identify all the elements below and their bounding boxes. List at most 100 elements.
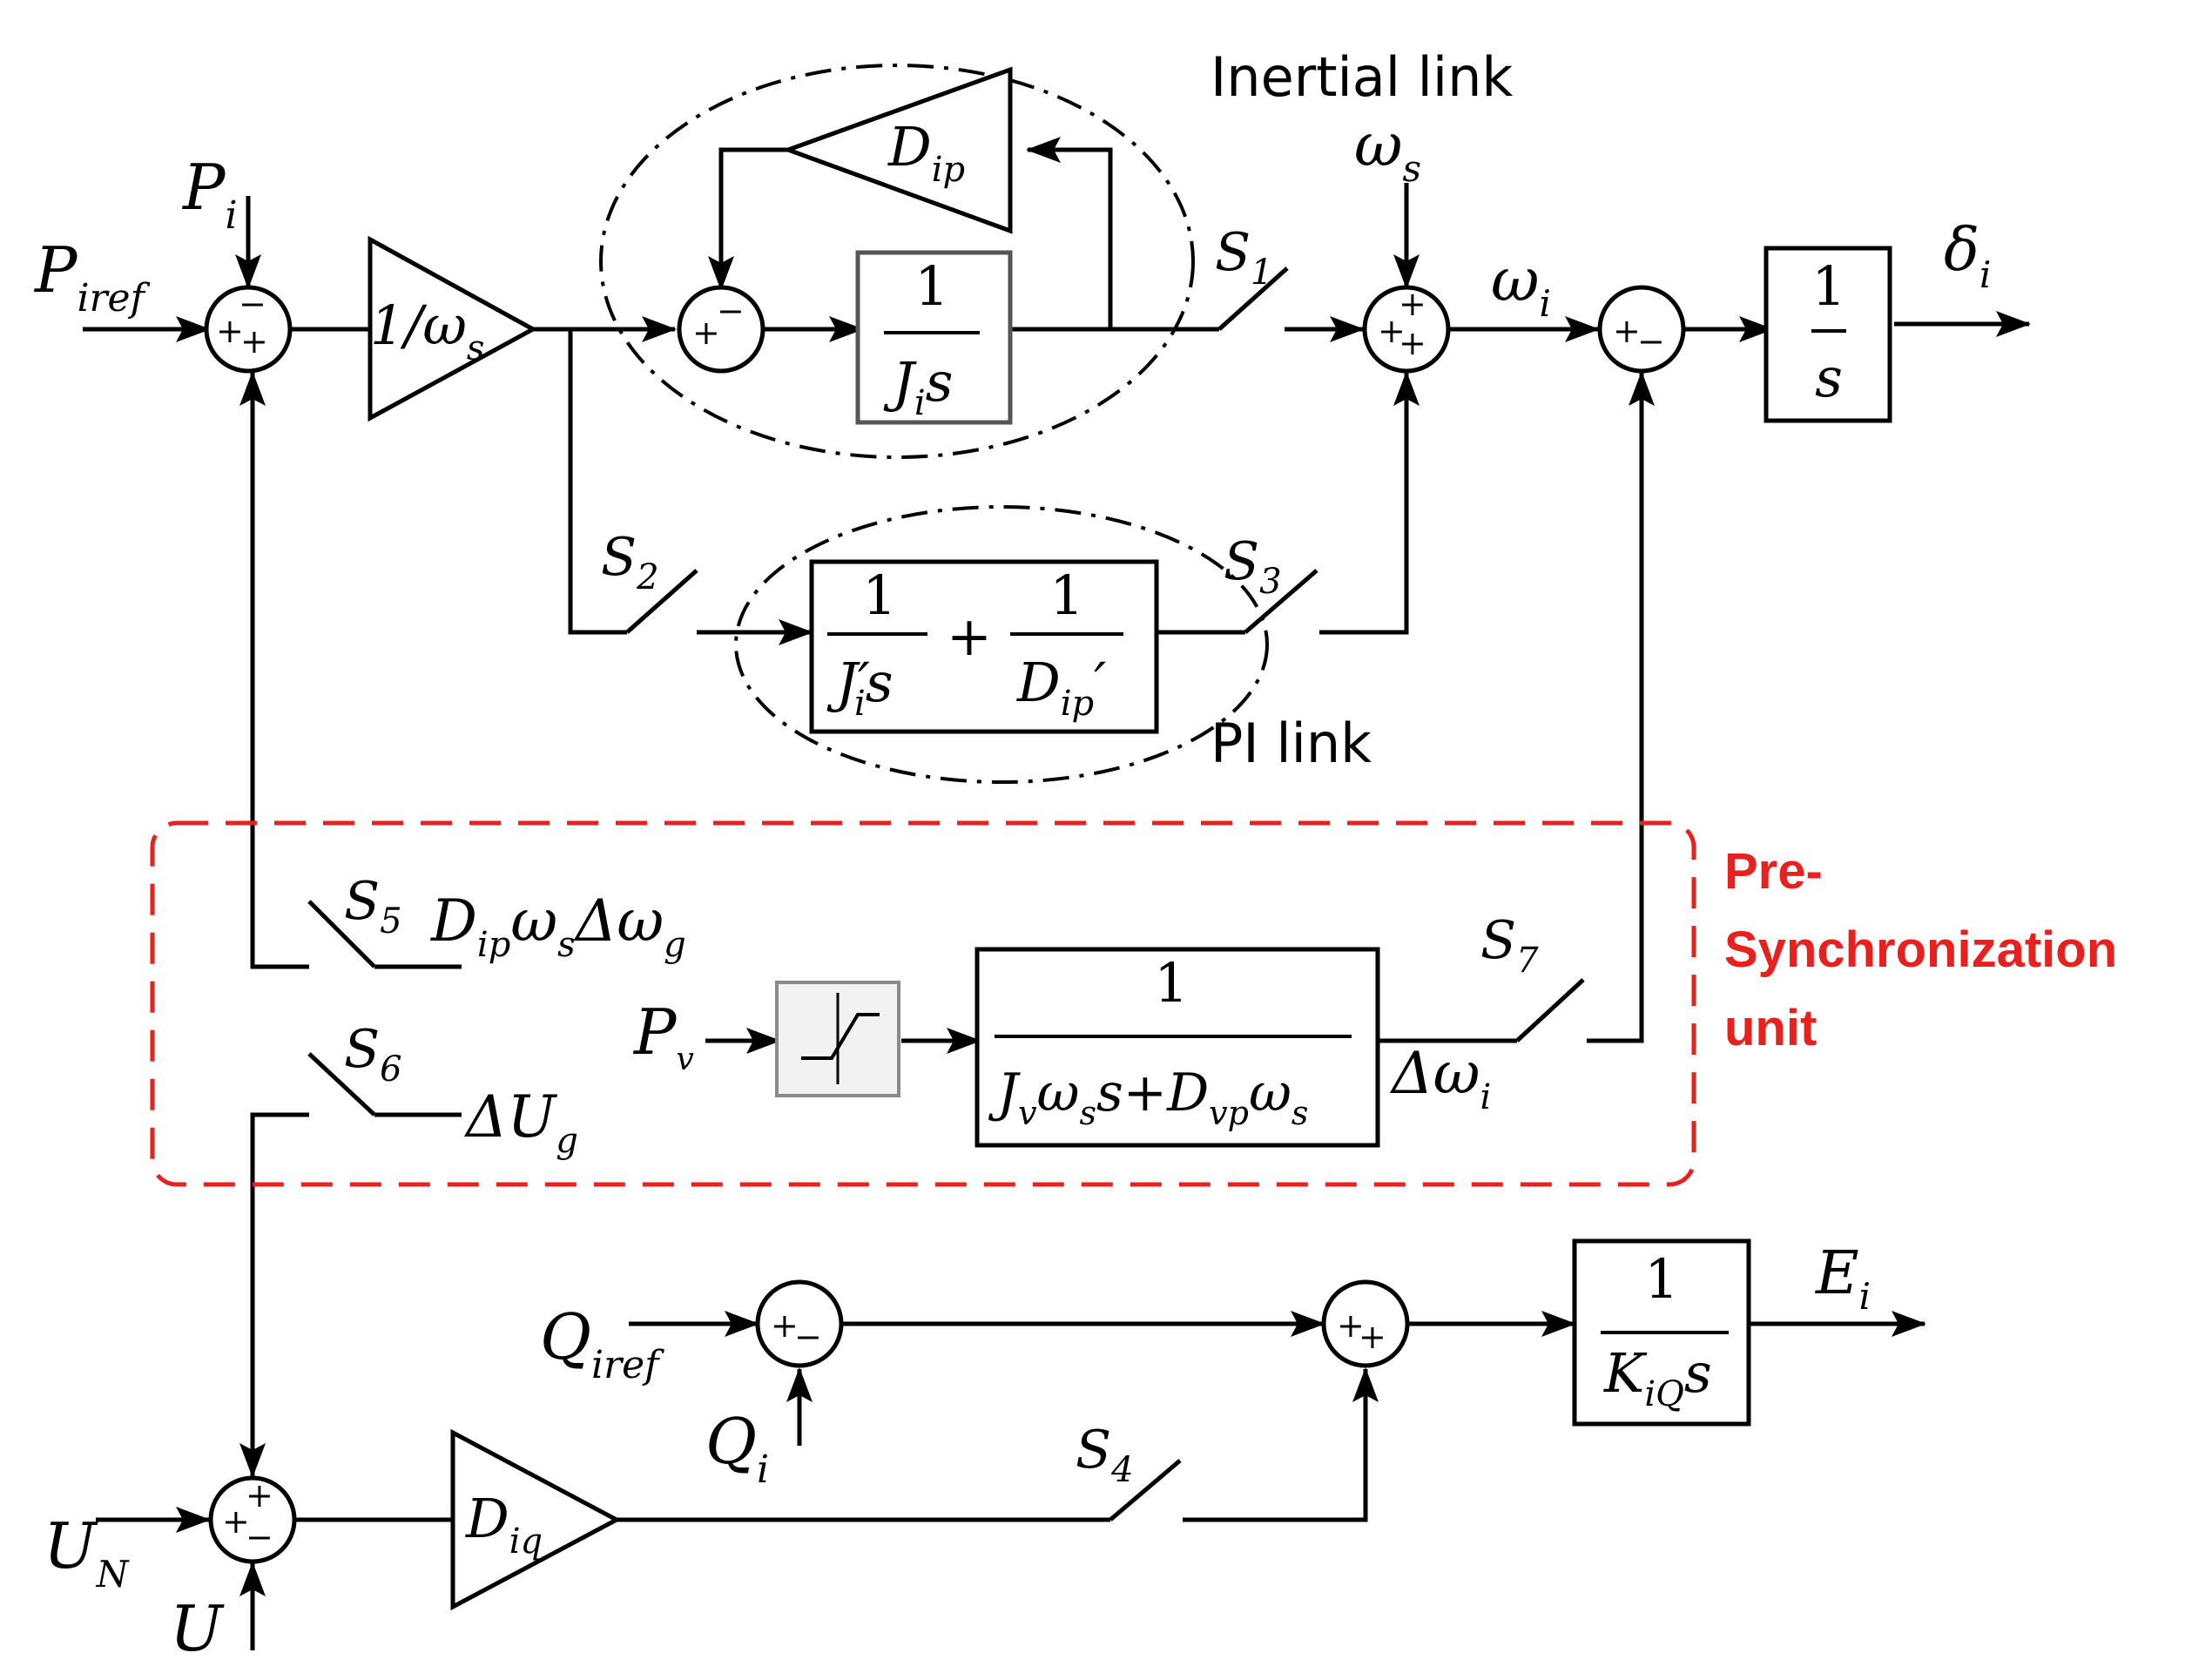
transfer-blocks: [809, 246, 1892, 1427]
q-iref-label: Qiref: [540, 1300, 664, 1387]
dip-feedback-output-line: [708, 147, 788, 291]
pi-link-ellipse: [734, 505, 1269, 784]
saturation-block: [775, 981, 900, 1097]
presync-numerator: 1: [1154, 951, 1188, 1015]
summing-junction-icon: [208, 1475, 297, 1564]
svg-text:−: −: [1637, 322, 1665, 361]
switch-s1-label: S1: [1215, 222, 1273, 293]
inertial-link-label: Inertial link: [1211, 45, 1513, 109]
pre-sync-label-line3: unit: [1724, 1000, 1817, 1056]
omega-i-label: ωi: [1491, 246, 1551, 325]
pre-sync-block: [974, 947, 1380, 1148]
integrator-e-numerator: 1: [1644, 1247, 1678, 1311]
integrator-delta-denominator: s: [1815, 346, 1843, 409]
s3-to-sum3-line: [1319, 371, 1420, 635]
svg-text:+: +: [1399, 285, 1426, 323]
p-i-label: Pi: [181, 151, 238, 238]
e-i-label: Ei: [1814, 1239, 1871, 1318]
switch-s3-blade: [1244, 569, 1318, 634]
q-i-label: Qi: [705, 1405, 769, 1492]
svg-text:+: +: [222, 1502, 250, 1541]
pi-branch-line: [568, 329, 627, 635]
switch-s6-label: S6: [344, 1019, 402, 1090]
svg-text:−: −: [246, 1518, 273, 1556]
gain-inv-omega-s-label: 1/ωs: [370, 293, 484, 368]
u-n-label: UN: [44, 1509, 130, 1596]
u-label: U: [170, 1592, 225, 1665]
summing-junction-icon: [677, 285, 765, 374]
switch-s5-blade: [307, 900, 376, 968]
switch-s2-blade: [625, 569, 698, 634]
delta-i-label: δi: [1944, 216, 1991, 296]
gain-triangle-icon: [781, 66, 1013, 234]
svg-text:+: +: [692, 314, 720, 352]
summing-junction-icon: [1597, 285, 1686, 374]
svg-text:+: +: [240, 322, 268, 361]
svg-text:+: +: [1613, 312, 1641, 350]
s6-to-sum7-line: [239, 1112, 309, 1478]
svg-text:+: +: [771, 1306, 799, 1345]
presync-denominator: Jvωss+Dvpωs: [988, 1063, 1308, 1132]
svg-text:−: −: [794, 1318, 822, 1356]
pre-sync-label-line1: Pre-: [1724, 843, 1823, 900]
inertia-numerator: 1: [914, 254, 948, 318]
summing-junction-icon: [755, 1279, 844, 1368]
dip-feedback-input-line: [1026, 137, 1113, 329]
svg-text:+: +: [1337, 1306, 1365, 1345]
switch-s1-blade: [1217, 267, 1289, 331]
svg-text:+: +: [246, 1476, 273, 1515]
inertia-block: [855, 250, 1013, 425]
saturation-curve: [801, 1013, 880, 1060]
switch-s4-label: S4: [1076, 1420, 1134, 1490]
pi-link-block: [809, 559, 1159, 734]
signal-lines: [83, 137, 2031, 1650]
svg-text:+: +: [216, 312, 244, 350]
pi-link-label: PI link: [1211, 712, 1372, 775]
integrator-e-denominator: KiQs: [1603, 1341, 1712, 1414]
inertial-link-ellipse: [599, 64, 1195, 459]
gain-blocks: [368, 66, 1013, 1611]
damping-signal-label: DipωsΔωg: [430, 887, 686, 965]
p-v-label: Pv: [632, 995, 694, 1077]
summing-junction-icon: [1362, 285, 1451, 374]
summing-junction-icon: [204, 285, 293, 374]
s4-to-sum6-line: [1183, 1367, 1379, 1522]
pi-denominator-1: J′is: [826, 651, 894, 724]
gain-d-iq-label: Diq: [465, 1487, 543, 1562]
integrator-delta-block: [1764, 246, 1892, 423]
pi-plus-sign: +: [947, 604, 992, 668]
summing-junction-icon: [1321, 1279, 1410, 1368]
delta-omega-i-label: Δωi: [1389, 1040, 1491, 1117]
fraction-bars: [827, 329, 1846, 1334]
summing-junctions: [204, 285, 1686, 1564]
omega-s-label: ωs: [1354, 111, 1421, 190]
delta-u-g-label: ΔUg: [463, 1083, 578, 1161]
switch-s4-blade: [1109, 1459, 1182, 1521]
switch-s3-label: S3: [1224, 531, 1282, 602]
switch-s6-blade: [307, 1052, 376, 1117]
switch-s2-label: S2: [601, 527, 659, 597]
svg-text:+: +: [1359, 1318, 1386, 1356]
pre-sync-dashed-box: [150, 820, 1696, 1187]
switch-s7-label: S7: [1480, 910, 1539, 981]
junction-signs: − + + + − + + + + − + − + + + + −: [216, 285, 1665, 1556]
switch-s7-blade: [1515, 978, 1585, 1042]
s5-to-sum1-line: [239, 371, 309, 969]
pi-numerator-1: 1: [862, 563, 896, 627]
pi-denominator-2: Dip′: [1016, 651, 1106, 724]
switch-s5-label: S5: [344, 871, 402, 941]
integrator-delta-numerator: 1: [1811, 254, 1845, 318]
svg-text:−: −: [239, 285, 266, 323]
pre-sync-label-line2: Synchronization: [1724, 921, 2117, 978]
gain-triangle-icon: [450, 1428, 622, 1611]
pi-numerator-2: 1: [1049, 563, 1083, 627]
svg-text:+: +: [1378, 312, 1406, 350]
svg-text:−: −: [717, 292, 745, 330]
annotation-shapes: [150, 64, 1696, 1187]
p-iref-label: Piref: [33, 233, 151, 320]
gain-triangle-icon: [368, 235, 538, 422]
s7-to-sum4-line: [1587, 371, 1655, 1043]
gain-d-ip-label: Dip: [887, 115, 965, 190]
